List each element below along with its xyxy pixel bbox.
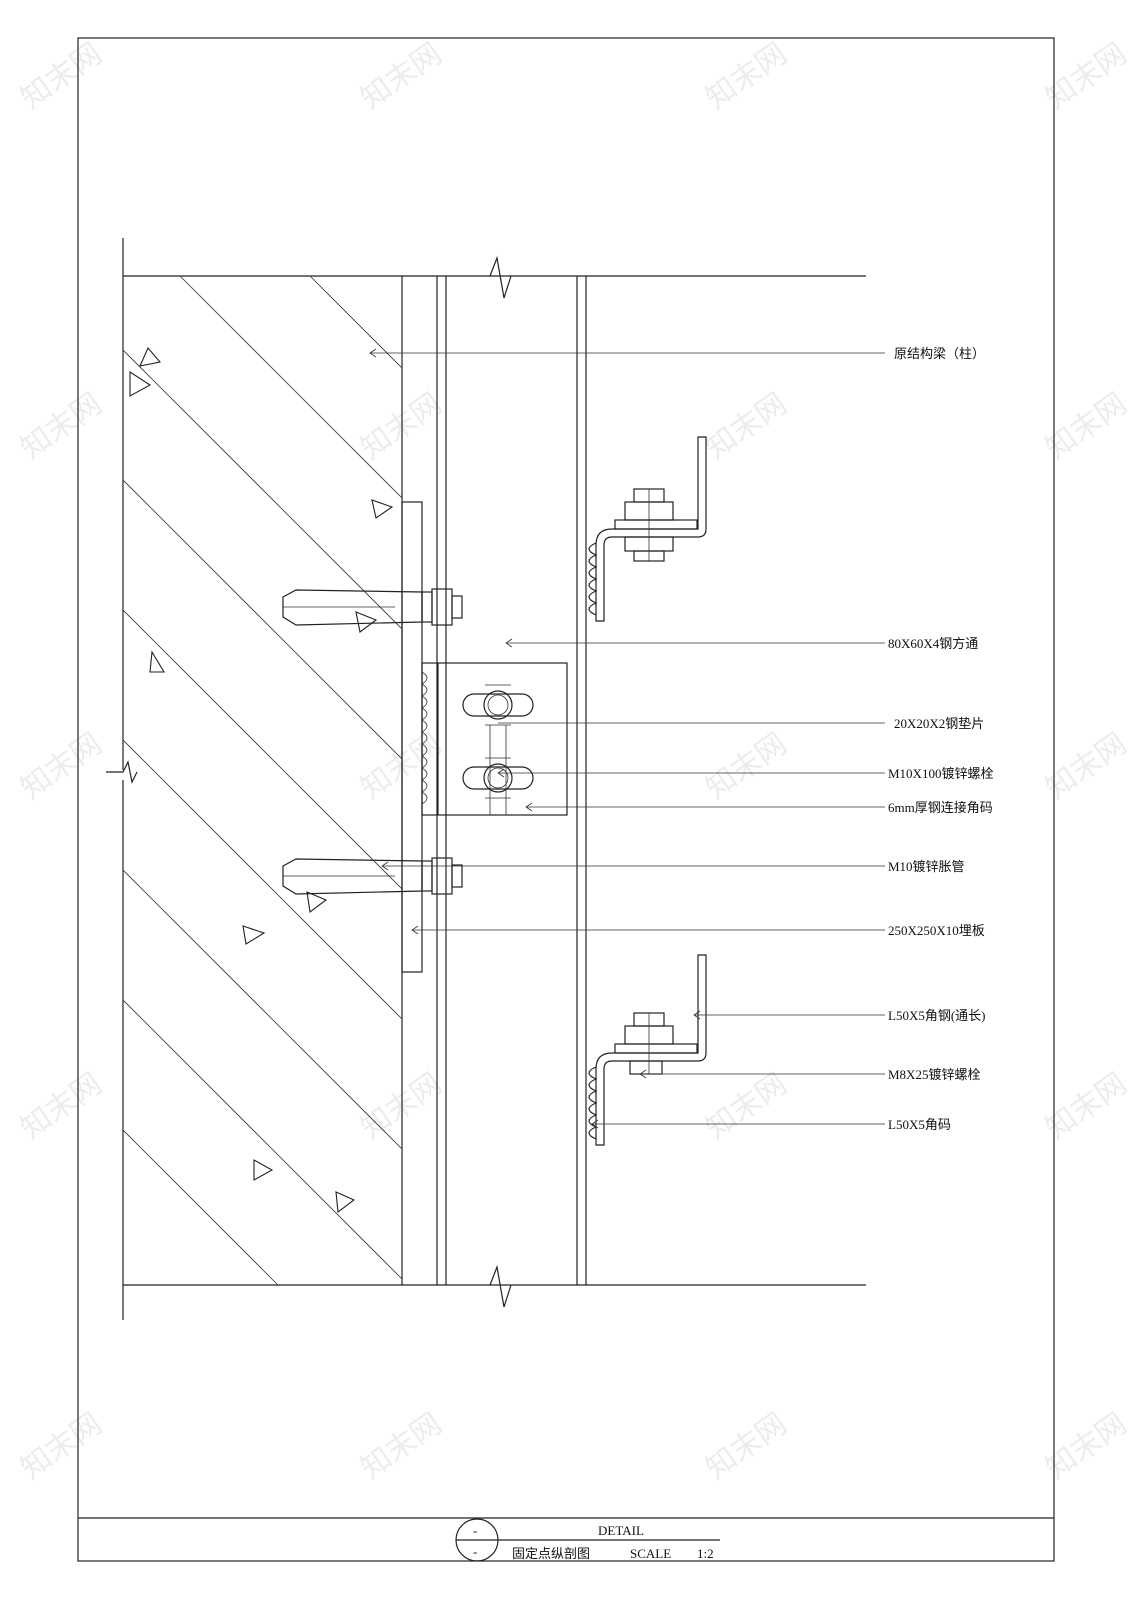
- sheet-border: [77, 37, 1055, 1562]
- concrete-beam: [106, 238, 866, 1320]
- watermark: 知末网: [15, 386, 109, 466]
- label-shim: 20X20X2钢垫片: [894, 716, 984, 731]
- label-bolt25: M8X25镀锌螺栓: [888, 1067, 980, 1082]
- scale-value: 1:2: [697, 1546, 714, 1561]
- connection-cleat: [421, 662, 568, 816]
- watermark: 知末网: [355, 36, 449, 116]
- steel-tube: [436, 255, 587, 1308]
- title-block: - - DETAIL 固定点纵剖图 SCALE 1:2: [78, 1517, 1054, 1562]
- watermark: 知末网: [15, 1066, 109, 1146]
- detail-heading: DETAIL: [598, 1523, 644, 1538]
- anchor-bolt-lower: [282, 857, 463, 895]
- label-tube: 80X60X4钢方通: [888, 636, 978, 651]
- watermark: 知末网: [1040, 1066, 1132, 1146]
- watermark: 知末网: [1040, 36, 1132, 116]
- watermark: 知末网: [1040, 726, 1132, 806]
- watermark: 知末网: [1040, 386, 1132, 466]
- marker-top: -: [473, 1523, 477, 1538]
- watermark: 知末网: [1040, 1406, 1132, 1486]
- watermark: 知末网: [15, 36, 109, 116]
- marker-bottom: -: [473, 1544, 477, 1559]
- watermark: 知末网: [15, 1406, 109, 1486]
- label-angle-full: L50X5角钢(通长): [888, 1008, 986, 1023]
- watermark: 知末网: [700, 36, 794, 116]
- leader-lines: [369, 348, 885, 1129]
- label-cleat: 6mm厚钢连接角码: [888, 800, 993, 815]
- watermark: 知末网: [15, 726, 109, 806]
- watermark: 知末网: [700, 726, 794, 806]
- watermark-layer: 知末网 知末网 知末网 知末网 知末网 知末网 知末网 知末网 知末网 知末网 …: [15, 36, 1132, 1486]
- angle-assembly-upper: [588, 436, 707, 622]
- label-beam: 原结构梁（柱）: [894, 346, 985, 361]
- anchor-bolt-upper: [282, 588, 463, 626]
- label-plate: 250X250X10埋板: [888, 923, 985, 938]
- watermark: 知末网: [355, 1406, 449, 1486]
- watermark: 知末网: [700, 1066, 794, 1146]
- label-angle-clip: L50X5角码: [888, 1117, 951, 1132]
- watermark: 知末网: [700, 386, 794, 466]
- scale-label: SCALE: [630, 1546, 671, 1561]
- label-anchor: M10镀锌胀管: [888, 859, 965, 874]
- label-bolt100: M10X100镀锌螺栓: [888, 766, 993, 781]
- watermark: 知末网: [700, 1406, 794, 1486]
- angle-assembly-lower: [588, 954, 707, 1146]
- annotation-labels: 原结构梁（柱） 80X60X4钢方通 20X20X2钢垫片 M10X100镀锌螺…: [888, 346, 993, 1132]
- detail-name: 固定点纵剖图: [512, 1546, 590, 1561]
